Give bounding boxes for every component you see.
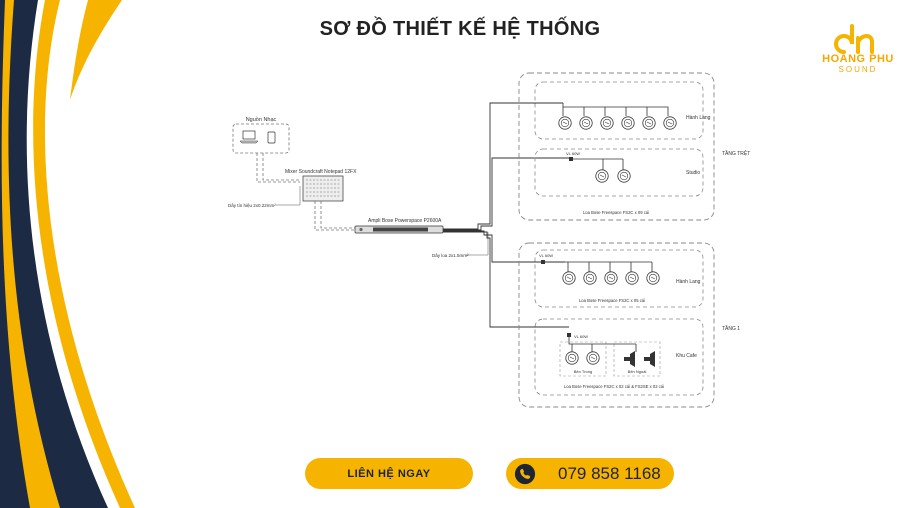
cafe-speakers-label: Loa Bose Freespace FS2C x 02 cái & FS2SE… (564, 384, 664, 389)
signal-cable-pointer (276, 186, 301, 206)
ground-speakers-label: Loa Bose Freespace FS2C x 09 cái (583, 210, 649, 215)
floor-one-label: TẦNG 1 (722, 325, 740, 332)
ceiling-speaker-icon (565, 351, 579, 365)
ceiling-speaker-icon (663, 116, 677, 130)
cafe-inside-label: Bên Trong (574, 369, 592, 374)
source-to-mixer-cable (256, 153, 300, 183)
ceiling-speaker-icon (558, 116, 572, 130)
mixer-icon (302, 175, 344, 202)
ceiling-speaker-icon (625, 271, 639, 285)
signal-cable-label: Dây tín hiệu 2x0.22mm² (228, 203, 276, 208)
ceiling-speaker-icon (621, 116, 635, 130)
floor-one-hallway-zone (534, 249, 704, 308)
ground-hallway-speakers (558, 103, 677, 130)
speaker-cable-label: Dây loa 2x1.5mm² (432, 253, 469, 258)
contact-button-label: LIÊN HỆ NGAY (347, 467, 431, 480)
brand-name: HOANG PHU (822, 53, 894, 65)
ground-hallway-label: Hành Lang (686, 115, 711, 121)
ground-studio-zone (534, 148, 704, 197)
ceiling-speaker-icon (617, 169, 631, 183)
ceiling-speaker-icon (562, 271, 576, 285)
floor-one-hallway-label: Hành Lang (676, 279, 701, 285)
cafe-outside-zone (613, 341, 661, 377)
brand-logo (834, 24, 874, 54)
volume-control-icon (541, 260, 545, 264)
brand-mark-icon (834, 24, 874, 54)
volume-control-icon (569, 157, 573, 161)
ceiling-speaker-icon (586, 351, 600, 365)
page-title: SƠ ĐỒ THIẾT KẾ HỆ THỐNG (319, 18, 601, 40)
speaker-lines (443, 102, 571, 328)
surface-speaker-icon (624, 351, 635, 367)
ground-hallway-zone (534, 81, 704, 140)
laptop-icon (239, 130, 259, 144)
cafe-outside-label: Bên Ngoài (628, 369, 647, 374)
cafe-label: Khu Cafe (676, 353, 697, 359)
phone-button[interactable]: 079 858 1168 (506, 458, 674, 489)
brand-sub: SOUND (838, 65, 878, 74)
floor-one-hallway-speakers-label: Loa Bose Freespace FS2C x 05 cái (579, 298, 645, 303)
floor-ground-box (518, 72, 715, 221)
ceiling-speaker-icon (646, 271, 660, 285)
ground-volume-label: VL 60W (566, 151, 580, 156)
phone-number: 079 858 1168 (558, 463, 661, 483)
contact-button[interactable]: LIÊN HỆ NGAY (305, 458, 473, 489)
floor-one-box (518, 242, 715, 408)
ceiling-speaker-icon (642, 116, 656, 130)
source-label: Nguồn Nhạc (246, 117, 277, 123)
speaker-cable-pointer (465, 232, 489, 256)
mixer-label: Mixer Soundcraft Notepad 12FX (285, 169, 357, 175)
amplifier-icon (354, 225, 444, 234)
floor-ground-label: TẦNG TRỆT (722, 149, 750, 157)
source-box (232, 123, 290, 154)
cafe-speakers (565, 337, 655, 367)
cafe-inside-zone (559, 341, 607, 377)
ceiling-speaker-icon (595, 169, 609, 183)
cafe-volume-label: VL 60W (574, 334, 588, 339)
surface-speaker-icon (644, 351, 655, 367)
amp-label: Ampli Bose Powerspace P2600A (368, 218, 442, 224)
ceiling-speaker-icon (583, 271, 597, 285)
phone-icon (514, 463, 536, 484)
ground-studio-label: Studio (686, 170, 700, 176)
ceiling-speaker-icon (600, 116, 614, 130)
ceiling-speaker-icon (579, 116, 593, 130)
media-player-icon (267, 131, 276, 144)
floor-one-hallway-volume-label: VL 60W (539, 253, 553, 258)
volume-control-icon (567, 333, 571, 337)
ceiling-speaker-icon (604, 271, 618, 285)
mixer-to-amp-cable (314, 201, 356, 231)
floor-one-hallway-speakers (545, 261, 660, 285)
ground-studio-speakers (573, 158, 631, 183)
